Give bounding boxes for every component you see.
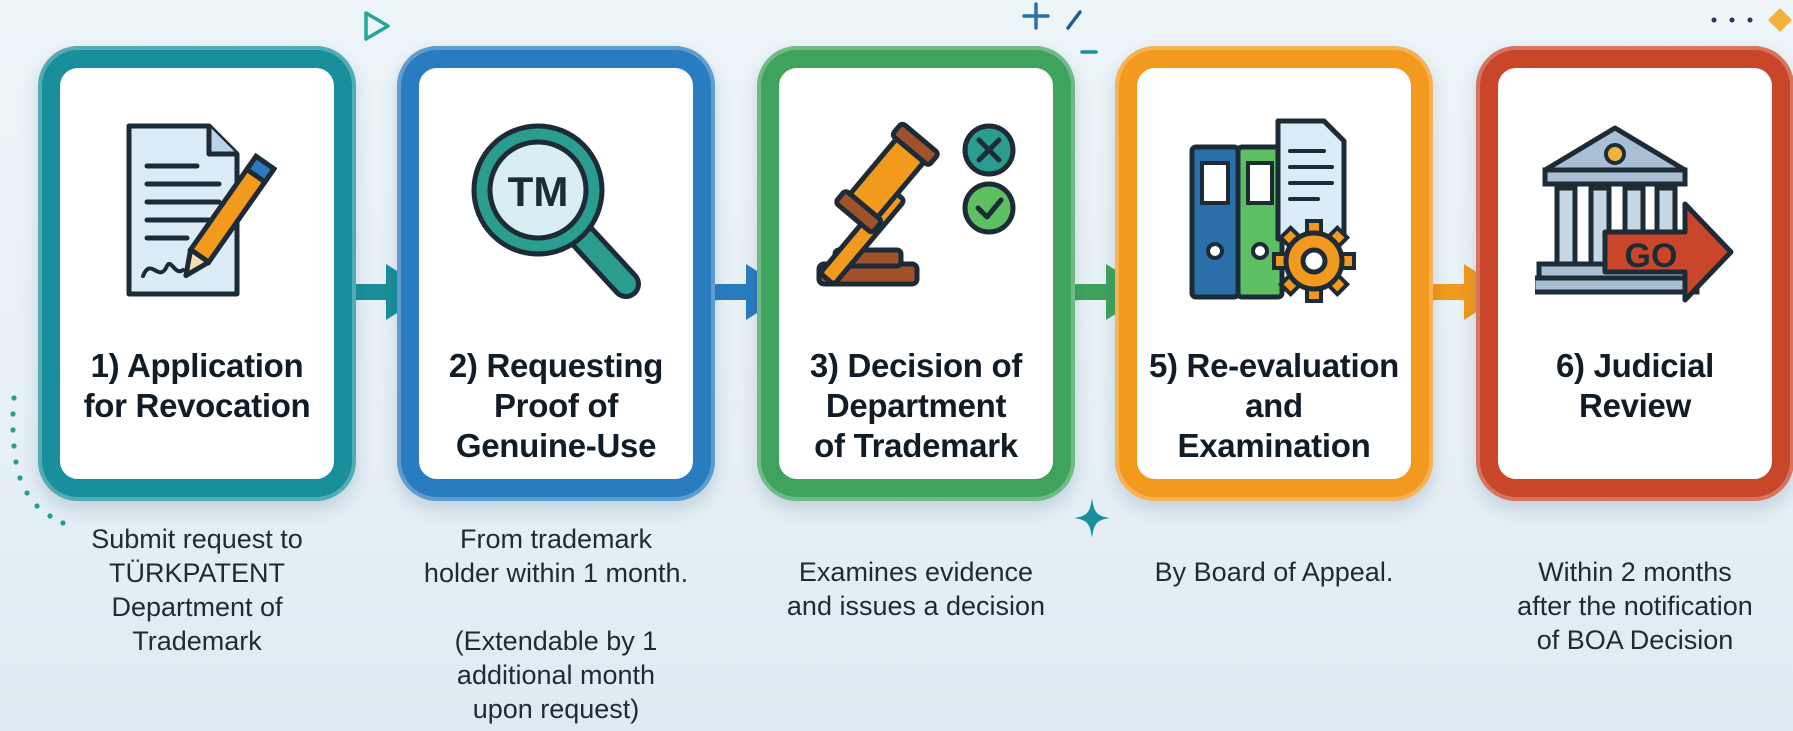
step-2-title: 2) Requesting Proof of Genuine-Use bbox=[448, 347, 664, 464]
dotted-arc-decoration-icon bbox=[10, 395, 66, 526]
document-with-pencil-icon bbox=[126, 123, 277, 297]
gavel-with-check-and-x-icon bbox=[816, 121, 1016, 287]
step-3-frame bbox=[757, 46, 1075, 501]
go-text: GO bbox=[1625, 237, 1678, 275]
triangle-decoration-icon bbox=[364, 11, 390, 41]
step-1-description: Submit request to TÜRKPATENT Department … bbox=[91, 524, 303, 656]
step-5-card: GO 6) Judicial Review bbox=[1476, 46, 1793, 501]
step-3-description: Examines evidence and issues a decision bbox=[786, 557, 1046, 621]
dots-diamond-decoration-icon bbox=[1711, 8, 1792, 32]
step-4-description: By Board of Appeal. bbox=[1154, 557, 1394, 587]
magnifier-trademark-icon: TM bbox=[471, 123, 641, 299]
step-5-title: 6) Judicial Review bbox=[1555, 347, 1715, 424]
sparkle-decoration-icon bbox=[1074, 498, 1110, 538]
step-3-card: 3) Decision of Department of Trademark bbox=[757, 46, 1075, 501]
trademark-text: TM bbox=[508, 168, 569, 215]
plus-slash-decoration-icon bbox=[1022, 2, 1098, 54]
step-2-description: From trademark holder within 1 month. (E… bbox=[423, 524, 689, 724]
step-1-title: 1) Application for Revocation bbox=[83, 347, 311, 424]
step-2-card: TM 2) Requesting Proof of Genuine-Use bbox=[397, 46, 715, 501]
step-4-title: 5) Re-evaluation and Examination bbox=[1148, 347, 1400, 464]
step-4-card: 5) Re-evaluation and Examination bbox=[1115, 46, 1433, 501]
courthouse-go-arrow-icon: GO bbox=[1535, 125, 1734, 303]
binders-and-gear-icon bbox=[1189, 118, 1356, 303]
step-1-card: 1) Application for Revocation bbox=[38, 46, 356, 501]
step-5-description: Within 2 months after the notification o… bbox=[1517, 557, 1753, 655]
step-3-title: 3) Decision of Department of Trademark bbox=[809, 347, 1023, 464]
step-2-frame bbox=[397, 46, 715, 501]
step-5-frame bbox=[1476, 46, 1793, 501]
